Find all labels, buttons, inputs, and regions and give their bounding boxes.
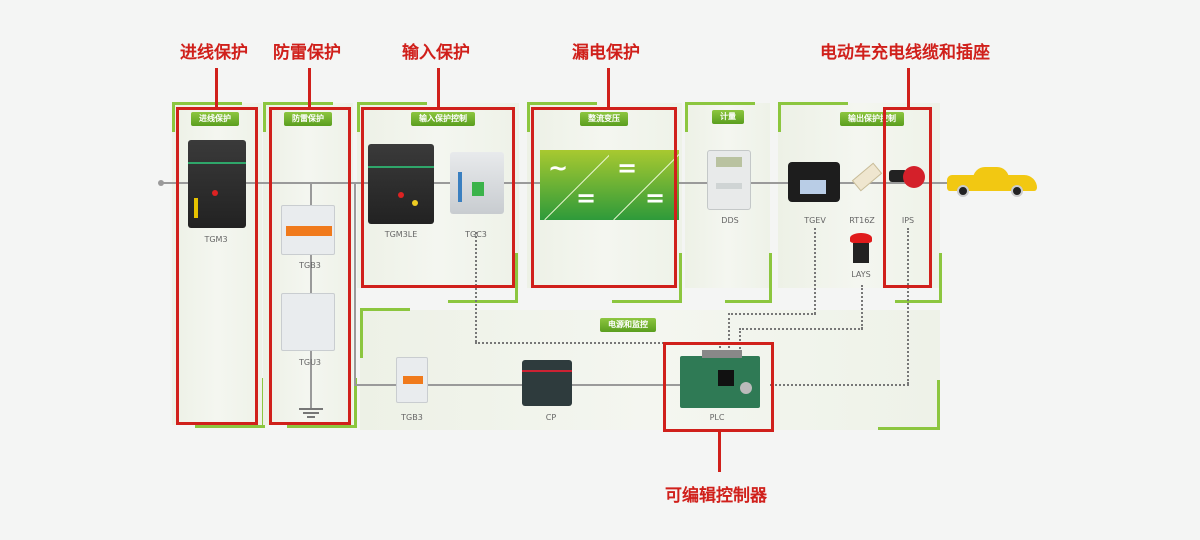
label-tgc3: TGC3	[465, 230, 487, 239]
label-tgm3le: TGM3LE	[384, 230, 418, 239]
highlight-lightning	[269, 107, 351, 425]
callout-stem-plc	[718, 430, 721, 472]
control-line-ips	[907, 228, 909, 384]
aux-bus-line	[354, 384, 684, 386]
label-dds: DDS	[721, 216, 739, 225]
callout-lightning: 防雷保护	[273, 43, 341, 63]
label-cp: CP	[545, 413, 557, 422]
dc-symbol: =	[617, 154, 638, 182]
ips-plug-icon[interactable]	[889, 170, 907, 182]
tgc3-contactor-icon[interactable]	[450, 152, 504, 214]
panel-lightning	[263, 103, 353, 425]
panel-metering-corner	[685, 102, 755, 132]
callout-ev-cable: 电动车充电线缆和插座	[820, 43, 990, 63]
tag-power-monitor: 电源和监控	[600, 318, 656, 332]
control-line-lays	[739, 328, 863, 330]
control-line-lays	[861, 285, 863, 329]
label-tgu3: TGU3	[298, 358, 322, 367]
callout-stem-lightning	[308, 68, 311, 109]
tag-incoming: 进线保护	[191, 112, 239, 126]
callout-stem-input	[437, 68, 440, 109]
panel-input-control-corner	[448, 253, 518, 303]
panel-lightning-corner	[263, 102, 333, 132]
panel-incoming-corner	[172, 102, 242, 132]
panel-power-monitor-corner	[360, 308, 410, 358]
highlight-plc	[663, 342, 774, 432]
highlight-incoming	[176, 107, 258, 425]
tgm3le-breaker-icon[interactable]	[368, 144, 434, 224]
highlight-input	[361, 107, 515, 288]
panel-input-control-corner	[357, 102, 427, 132]
lays-estop-icon[interactable]	[850, 233, 872, 243]
callout-leakage: 漏电保护	[572, 43, 640, 63]
label-plc: PLC	[709, 413, 725, 422]
callout-plc: 可编辑控制器	[665, 486, 767, 506]
plc-board-icon[interactable]	[680, 350, 760, 408]
dc-symbol: =	[576, 184, 597, 212]
dc-symbol: =	[645, 184, 666, 212]
ac-symbol: ~	[548, 154, 569, 182]
callout-stem-ev-cable	[907, 68, 910, 109]
ips-plug-head	[903, 166, 925, 188]
tgb3-bottom-mcb-icon[interactable]	[396, 357, 428, 403]
dds-meter-icon[interactable]	[707, 150, 751, 210]
label-tgev: TGEV	[804, 216, 826, 225]
control-line-ips	[770, 384, 909, 386]
callout-stem-leakage	[607, 68, 610, 109]
tag-lightning: 防雷保护	[284, 112, 332, 126]
highlight-ev-cable	[883, 107, 932, 288]
panel-metering-corner	[725, 253, 772, 303]
tgev-relay-icon[interactable]	[788, 162, 840, 202]
tag-rectifier: 整流变压	[580, 112, 628, 126]
label-rt16z: RT16Z	[849, 216, 875, 225]
aux-branch-line	[354, 182, 356, 385]
cp-controller-icon[interactable]	[522, 360, 572, 406]
control-line-tgev	[814, 228, 816, 314]
tag-input-control: 输入保护控制	[411, 112, 475, 126]
highlight-leakage	[531, 107, 677, 288]
label-tgb3-top: TGB3	[299, 261, 321, 270]
label-ips: IPS	[901, 216, 915, 225]
control-line-tgc3	[475, 342, 720, 344]
label-lays: LAYS	[851, 270, 871, 279]
electric-car-icon	[947, 165, 1037, 197]
tag-output-control: 输出保护控制	[840, 112, 904, 126]
panel-power-monitor-corner	[878, 380, 940, 430]
control-line-tgev	[728, 313, 730, 360]
label-tgm3: TGM3	[204, 235, 228, 244]
label-tgb3-bottom: TGB3	[401, 413, 423, 422]
panel-rectifier-corner	[612, 253, 682, 303]
ac-dc-converter-icon: ~ =	[540, 150, 610, 220]
callout-stem-incoming	[215, 68, 218, 109]
callout-input: 输入保护	[402, 43, 470, 63]
bus-start-dot	[158, 180, 164, 186]
panel-output-control-corner	[895, 253, 942, 303]
tgb3-mcb-icon[interactable]	[281, 205, 335, 255]
callout-incoming: 进线保护	[180, 43, 248, 63]
tgu3-surge-icon[interactable]	[281, 293, 335, 351]
tgm3-breaker-icon[interactable]	[188, 140, 246, 228]
dc-dc-converter-icon: = =	[609, 150, 679, 220]
tag-metering: 计量	[712, 110, 744, 124]
lays-estop-body	[853, 243, 869, 263]
control-line-tgev	[728, 313, 816, 315]
panel-lightning-corner	[287, 378, 357, 428]
ground-icon	[299, 408, 323, 420]
panel-output-control-corner	[778, 102, 848, 132]
panel-rectifier-corner	[527, 102, 597, 132]
